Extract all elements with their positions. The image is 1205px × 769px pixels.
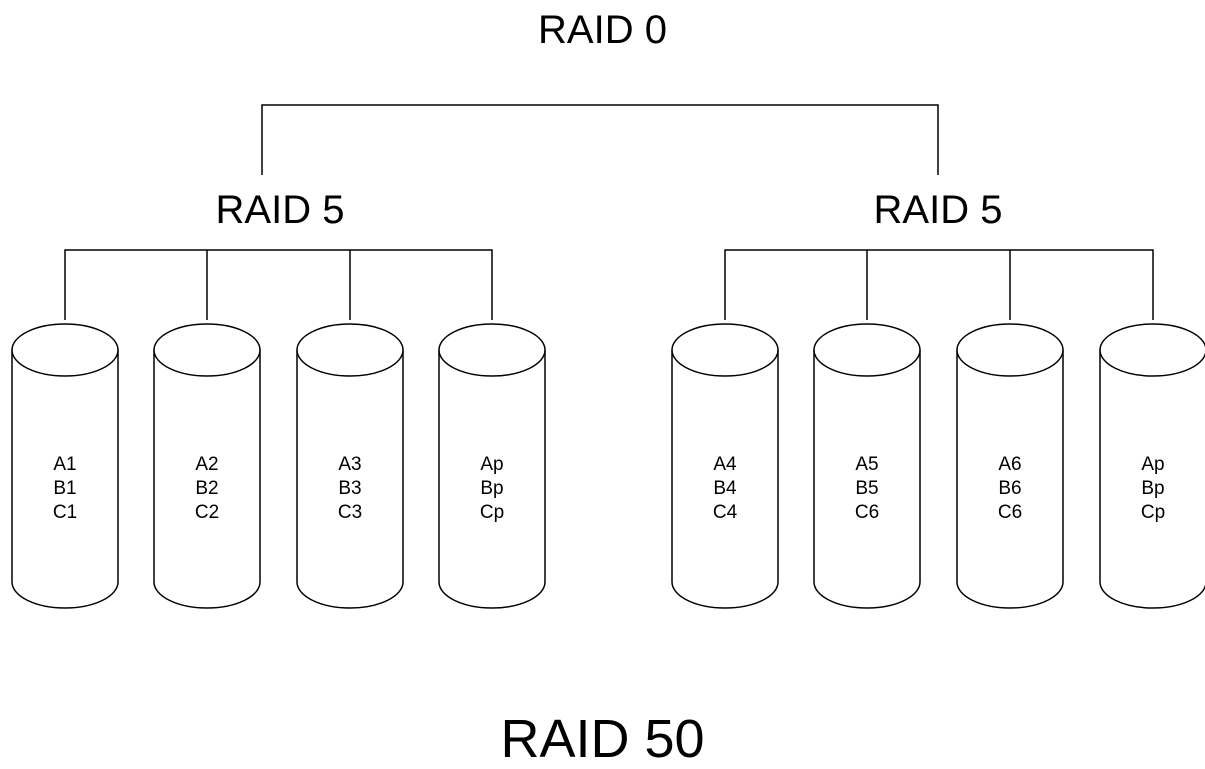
raid50-title: RAID 50 <box>500 709 705 769</box>
block-label: A1 <box>53 454 77 475</box>
raid0-connector <box>261 104 939 175</box>
block-label: C6 <box>854 502 880 523</box>
disk-label-a1: A1 B1 C1 <box>25 453 105 525</box>
disk-cylinder <box>813 323 921 609</box>
block-label: C1 <box>52 502 78 523</box>
raid0-title: RAID 0 <box>538 8 667 52</box>
raid5-left-connector <box>64 249 493 320</box>
block-label: B3 <box>338 478 362 499</box>
block-label: Ap <box>1141 454 1165 475</box>
block-label: C3 <box>337 502 363 523</box>
disk-label-parity-left: Ap Bp Cp <box>452 453 532 525</box>
block-label: A2 <box>195 454 219 475</box>
block-label: B6 <box>998 478 1022 499</box>
disk-cylinder <box>671 323 779 609</box>
disk-label-a6: A6 B6 C6 <box>970 453 1050 525</box>
block-label: B5 <box>855 478 879 499</box>
disk-label-parity-right: Ap Bp Cp <box>1113 453 1193 525</box>
block-label: A5 <box>855 454 879 475</box>
raid5-right-title: RAID 5 <box>873 188 1003 232</box>
block-label: Bp <box>480 478 504 499</box>
block-label: Bp <box>1141 478 1165 499</box>
disk-cylinder <box>296 323 404 609</box>
disk-cylinder <box>11 323 119 609</box>
block-label: A3 <box>338 454 362 475</box>
block-label: C6 <box>997 502 1023 523</box>
disk-label-a4: A4 B4 C4 <box>685 453 765 525</box>
disk-cylinder <box>438 323 546 609</box>
block-label: C4 <box>712 502 738 523</box>
block-label: B4 <box>713 478 737 499</box>
block-label: Cp <box>479 502 505 523</box>
block-label: Ap <box>480 454 504 475</box>
raid5-left-title: RAID 5 <box>215 188 345 232</box>
disk-cylinder <box>1099 323 1205 609</box>
disk-label-a5: A5 B5 C6 <box>827 453 907 525</box>
block-label: A6 <box>998 454 1022 475</box>
disk-cylinder <box>153 323 261 609</box>
disk-label-a2: A2 B2 C2 <box>167 453 247 525</box>
raid5-right-connector <box>724 249 1154 320</box>
block-label: B2 <box>195 478 219 499</box>
block-label: A4 <box>713 454 737 475</box>
disk-cylinder <box>956 323 1064 609</box>
block-label: B1 <box>53 478 77 499</box>
disk-label-a3: A3 B3 C3 <box>310 453 390 525</box>
block-label: C2 <box>194 502 220 523</box>
block-label: Cp <box>1140 502 1166 523</box>
